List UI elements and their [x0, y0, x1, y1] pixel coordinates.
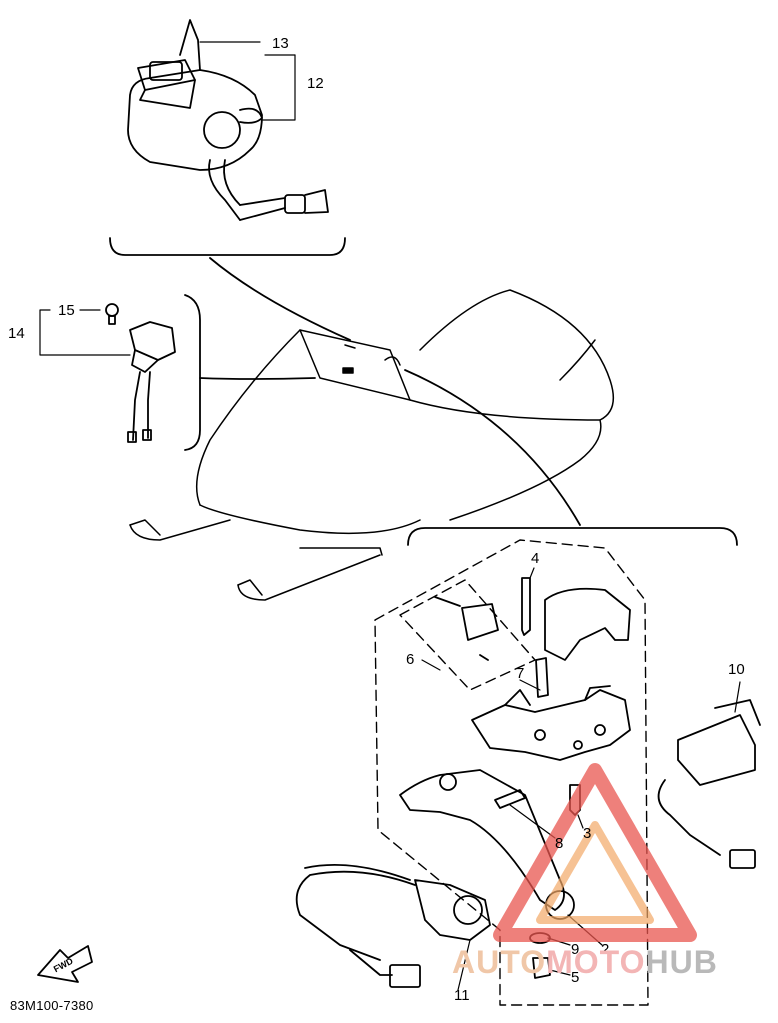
bracket-lower — [407, 527, 738, 546]
part-8-screw — [494, 789, 526, 809]
callout-5: 5 — [571, 969, 580, 986]
watermark-part-2: MOTO — [546, 944, 646, 980]
part-11-switch — [295, 864, 491, 988]
callout-6: 6 — [406, 651, 415, 668]
lever-bracket — [471, 685, 631, 761]
lever-assembly-outline — [374, 539, 649, 1006]
indicator-lamp — [105, 303, 176, 443]
lever-cover — [544, 587, 631, 661]
leader-line-upper — [209, 257, 351, 341]
leader-line-right — [404, 369, 581, 526]
snowmobile-body — [129, 289, 615, 601]
fwd-arrow-icon — [37, 945, 93, 983]
callout-4: 4 — [531, 550, 540, 567]
part-5-nut — [532, 957, 551, 979]
callout-11: 11 — [454, 987, 470, 1004]
watermark-part-1: AUTO — [452, 944, 547, 980]
watermark-text: AUTOMOTOHUB — [452, 944, 718, 981]
part-6-switch — [434, 596, 499, 661]
callout-14: 14 — [8, 325, 25, 342]
bracket-upper — [109, 237, 346, 256]
part-4-bolt — [521, 577, 549, 698]
callout-8: 8 — [555, 835, 564, 852]
watermark-part-3: HUB — [645, 944, 718, 980]
watermark-logo — [493, 763, 697, 942]
callout-7: 7 — [516, 665, 525, 682]
callout-9: 9 — [571, 941, 580, 958]
callout-10: 10 — [728, 661, 745, 678]
callout-13: 13 — [272, 35, 289, 52]
leader-line-left — [199, 377, 316, 380]
diagram-code: 83M100-7380 — [10, 998, 94, 1013]
throttle-switch-housing — [127, 19, 329, 221]
callout-15: 15 — [58, 302, 75, 319]
part-10-switch — [657, 699, 761, 869]
bracket-left — [184, 294, 201, 451]
callout-2: 2 — [601, 941, 610, 958]
callout-3: 3 — [583, 825, 592, 842]
callout-12: 12 — [307, 75, 324, 92]
